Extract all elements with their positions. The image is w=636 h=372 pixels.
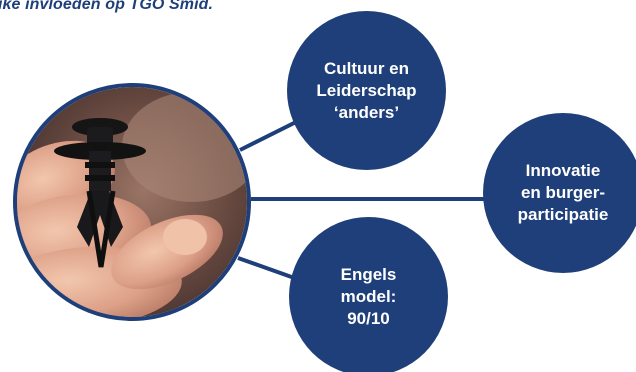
connector-to-model <box>237 256 301 282</box>
bubble-english-model: Engels model: 90/10 <box>289 217 448 372</box>
header-text: ike invloeden op TGO Smid. <box>0 0 214 13</box>
photo-illustration <box>17 87 247 317</box>
bubble-innovation-participation: Innovatie en burger- participatie <box>483 113 636 273</box>
hand-holding-clip-photo <box>13 83 251 321</box>
bubble-culture-leadership: Cultuur en Leiderschap ‘anders’ <box>287 11 446 170</box>
connector-to-culture <box>239 118 301 152</box>
